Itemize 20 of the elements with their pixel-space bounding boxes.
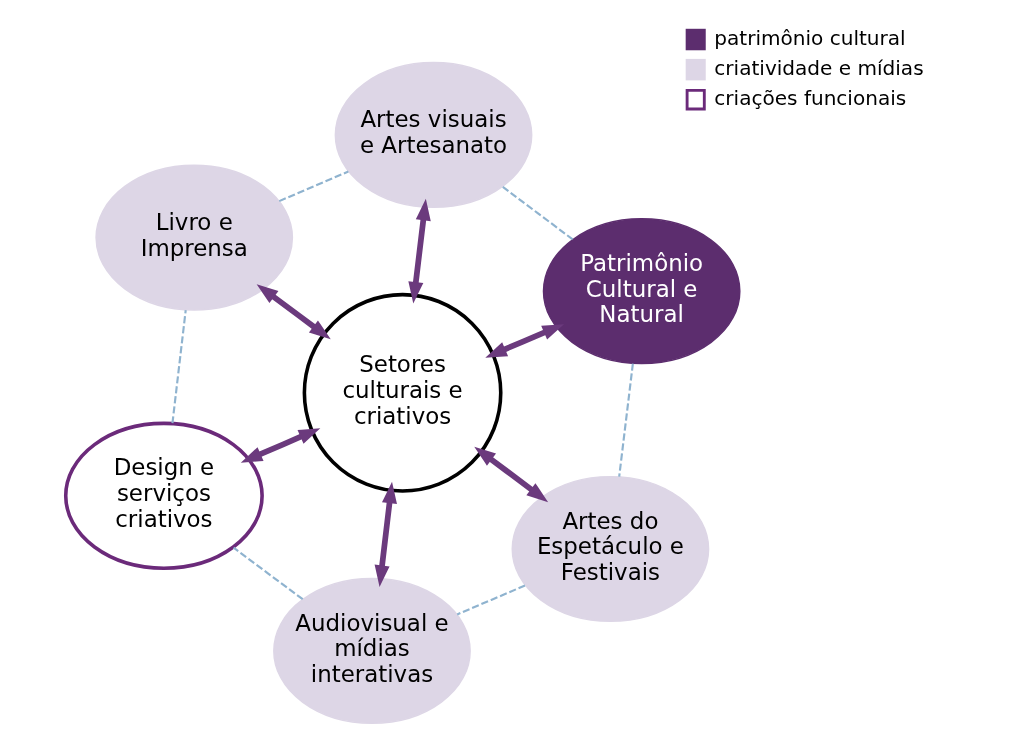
arrow bbox=[408, 198, 431, 304]
legend-label: criações funcionais bbox=[714, 86, 907, 111]
arrow bbox=[474, 446, 549, 503]
arrow bbox=[485, 324, 564, 358]
legend-label: criatividade e mídias bbox=[714, 55, 924, 80]
arrow bbox=[256, 284, 331, 340]
connector bbox=[618, 363, 634, 477]
node-ellipse: Artes visuais e Artesanato bbox=[334, 61, 533, 209]
arrow bbox=[240, 428, 321, 463]
legend-label: patrimônio cultural bbox=[714, 25, 906, 50]
node-ellipse: Livro e Imprensa bbox=[95, 164, 294, 311]
connector bbox=[502, 186, 574, 241]
connector bbox=[278, 170, 349, 203]
node-ellipse: Audiovisual e mídias interativas bbox=[273, 577, 471, 724]
node-circle: Setores culturais e criativos bbox=[302, 292, 503, 493]
arrow bbox=[374, 481, 397, 587]
node-ellipse: Artes do Espetáculo e Festivais bbox=[511, 475, 710, 623]
connector bbox=[456, 584, 526, 616]
connector bbox=[171, 310, 187, 424]
connector bbox=[232, 546, 304, 601]
